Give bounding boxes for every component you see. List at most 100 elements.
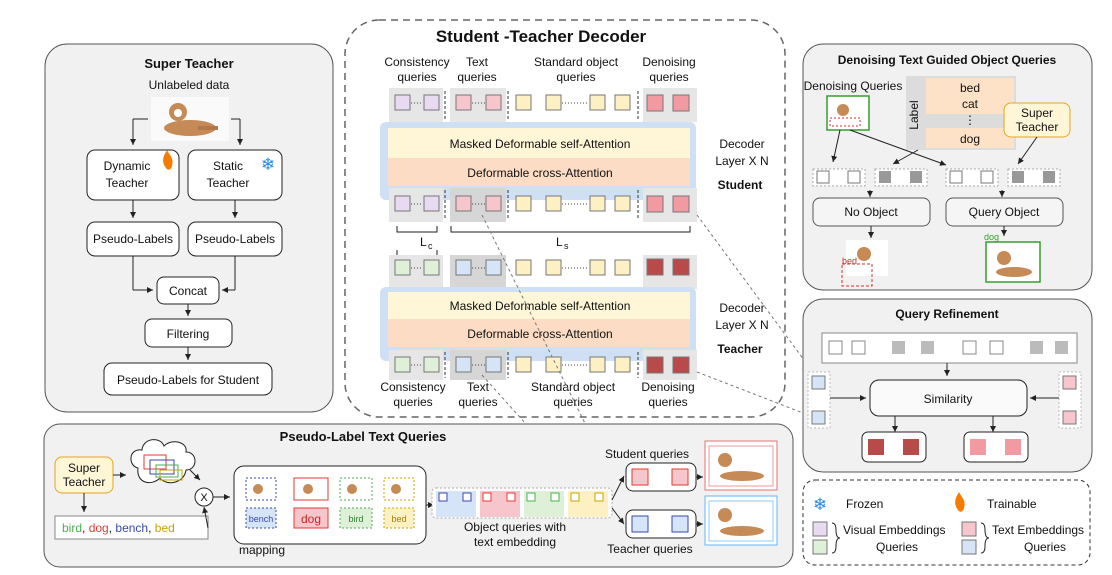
- pseudo-labels-1: Pseudo-Labels: [93, 232, 173, 246]
- ls-sub: s: [564, 241, 569, 251]
- teacher-input-queries: [389, 350, 697, 380]
- legend: ❄ Frozen Trainable Visual Embeddings Que…: [802, 479, 1091, 566]
- consistency-label-top: Consistency: [384, 55, 449, 69]
- dynamic-teacher-label-2: Teacher: [106, 176, 149, 190]
- word-bed: bed: [151, 521, 174, 535]
- static-teacher-label-2: Teacher: [207, 176, 250, 190]
- text-label-top-2: queries: [457, 70, 496, 84]
- multiply-label: X: [200, 492, 208, 504]
- word-dog: dog: [85, 521, 108, 535]
- pseudo-labels-student-label: Pseudo-Labels for Student: [117, 373, 260, 387]
- teacher-layer-label-2: Layer X N: [715, 318, 768, 332]
- standard-label-top: Standard object: [534, 55, 619, 69]
- student-layer-label: Decoder: [719, 137, 764, 151]
- word-bird: bird: [62, 521, 82, 535]
- denoising-label-bottom: Denoising: [641, 380, 694, 394]
- legend-visual-2: Queries: [876, 540, 918, 554]
- snowflake-icon: ❄: [261, 155, 275, 174]
- unlabeled-data-label: Unlabeled data: [149, 78, 230, 92]
- pt-super-teacher-2: Teacher: [63, 475, 106, 489]
- teacher-result-image: [704, 495, 778, 546]
- flame-icon: [163, 150, 173, 170]
- obj-queries-label: Object queries with: [464, 520, 566, 534]
- super-teacher-label-right-2: Teacher: [1016, 120, 1059, 134]
- label-header: Label: [907, 100, 921, 129]
- label-bed: bed: [960, 81, 980, 95]
- word-comma-1: ,: [82, 521, 85, 535]
- word-list: bird, dog, bench, bed: [62, 521, 175, 535]
- static-teacher-label: Static: [213, 159, 243, 173]
- student-self-attn-label: Masked Deformable self-Attention: [450, 137, 631, 151]
- no-object-label: No Object: [844, 205, 898, 219]
- pseudo-text-panel: Pseudo-Label Text Queries Super Teacher …: [43, 423, 794, 568]
- denoising-label-top-2: queries: [649, 70, 688, 84]
- text-label-bottom: Text: [467, 380, 490, 394]
- student-queries-label: Student queries: [605, 447, 689, 461]
- word-comma-2: ,: [109, 521, 112, 535]
- decoder-panel: Student -Teacher Decoder Consistency que…: [344, 19, 853, 521]
- teacher-queries-label: Teacher queries: [607, 542, 692, 556]
- teacher-cross-attn-label: Deformable cross-Attention: [467, 327, 612, 341]
- legend-flame-icon: [955, 492, 965, 512]
- super-teacher-panel: Super Teacher Unlabeled data Dynamic Tea…: [44, 43, 334, 413]
- legend-visual: Visual Embeddings: [843, 523, 946, 537]
- query-object-label: Query Object: [969, 205, 1040, 219]
- word-comma-3: ,: [148, 521, 151, 535]
- student-cross-attn-label: Deformable cross-Attention: [467, 166, 612, 180]
- denoising-queries-label: Denoising Queries: [804, 79, 903, 93]
- student-result-image: [704, 440, 778, 491]
- student-layer-label-2: Layer X N: [715, 154, 768, 168]
- pseudo-labels-2: Pseudo-Labels: [195, 232, 275, 246]
- crop-dog: dog: [301, 512, 321, 526]
- label-dog: dog: [960, 132, 980, 146]
- denoising-label-top: Denoising: [642, 55, 695, 69]
- label-cat: cat: [962, 97, 979, 111]
- teacher-self-attn-label: Masked Deformable self-Attention: [450, 299, 631, 313]
- text-label-bottom-2: queries: [458, 395, 497, 409]
- pseudo-labels-student-box: [103, 362, 273, 396]
- similarity-box: [869, 379, 1028, 417]
- decoder-title: Student -Teacher Decoder: [436, 27, 647, 46]
- pseudo-text-title: Pseudo-Label Text Queries: [280, 429, 447, 444]
- lc-label: L: [420, 235, 427, 249]
- super-teacher-title: Super Teacher: [144, 56, 233, 71]
- consistency-label-bottom-2: queries: [393, 395, 432, 409]
- concat-label: Concat: [169, 284, 208, 298]
- bed-tag: bed: [842, 256, 857, 266]
- pt-super-teacher: Super: [68, 461, 100, 475]
- crop-bird: bird: [348, 514, 363, 524]
- teacher-label: Teacher: [717, 342, 762, 356]
- legend-frozen: Frozen: [846, 497, 883, 511]
- denoising-panel: Denoising Text Guided Object Queries Den…: [802, 43, 1093, 291]
- super-teacher-label-right: Super: [1021, 106, 1053, 120]
- refinement-panel: Query Refinement Similarity: [802, 298, 1093, 473]
- standard-label-bottom-2: queries: [553, 395, 592, 409]
- teacher-output-queries: [389, 255, 697, 289]
- legend-text: Text Embeddings: [992, 523, 1084, 537]
- student-label: Student: [718, 178, 763, 192]
- consistency-label-bottom: Consistency: [380, 380, 445, 394]
- text-label-top: Text: [466, 55, 489, 69]
- denoising-label-bottom-2: queries: [648, 395, 687, 409]
- dynamic-teacher-label: Dynamic: [104, 159, 151, 173]
- legend-snowflake-icon: ❄: [813, 495, 827, 514]
- ls-label: L: [556, 235, 563, 249]
- crop-bench: bench: [249, 514, 274, 524]
- dog-photo: [151, 97, 229, 141]
- teacher-layer-label: Decoder: [719, 301, 764, 315]
- mapping-label: mapping: [239, 543, 285, 557]
- standard-label-top-2: queries: [556, 70, 595, 84]
- lc-sub: c: [428, 241, 433, 251]
- refinement-title: Query Refinement: [895, 307, 998, 321]
- word-bench: bench: [112, 521, 148, 535]
- label-ellipsis: ⋮: [964, 113, 976, 127]
- legend-trainable: Trainable: [987, 497, 1037, 511]
- similarity-label: Similarity: [924, 392, 973, 406]
- denoising-panel-title: Denoising Text Guided Object Queries: [838, 53, 1057, 67]
- filtering-label: Filtering: [167, 327, 210, 341]
- legend-text-2: Queries: [1024, 540, 1066, 554]
- dog-tag: dog: [984, 232, 999, 242]
- standard-label-bottom: Standard object: [531, 380, 616, 394]
- consistency-label-top-2: queries: [397, 70, 436, 84]
